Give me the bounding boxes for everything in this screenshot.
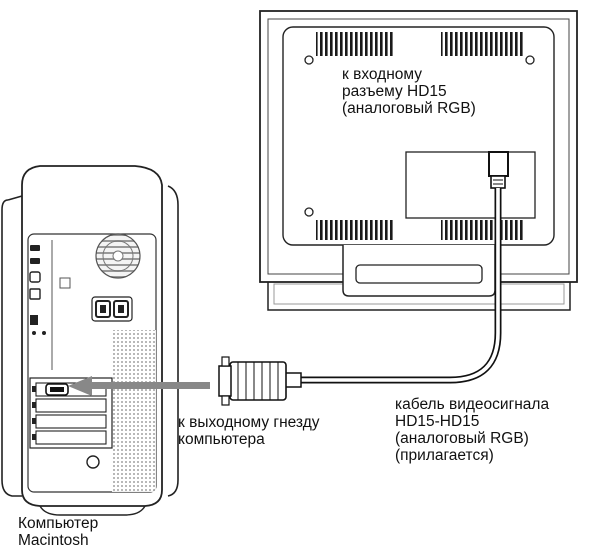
hd15-plug-monitor: [488, 151, 509, 189]
connection-arrow: [68, 376, 210, 396]
monitor-vent-bottom-right: [441, 220, 525, 240]
computer-output-label-line: компьютера: [178, 431, 265, 448]
monitor-input-label-line: разъему HD15: [342, 83, 447, 100]
computer-rear: [1, 165, 210, 516]
monitor-vent-bottom-left: [316, 220, 394, 240]
monitor-input-label: к входному разъему HD15 (аналоговый RGB): [342, 66, 476, 117]
monitor-vent-top-left: [316, 32, 394, 56]
cable-label-line: HD15-HD15: [395, 413, 480, 430]
computer-ports: [29, 245, 46, 335]
hd15-plug-computer: [218, 356, 302, 406]
monitor-connector-panel: [405, 151, 536, 219]
computer-fan: [95, 233, 141, 279]
computer-name-label-line: Macintosh: [18, 532, 89, 549]
monitor-input-label-line: к входному: [342, 66, 422, 83]
computer-name-label: Компьютер Macintosh: [18, 515, 98, 549]
monitor-input-label-line: (аналоговый RGB): [342, 100, 476, 117]
monitor-stand-handle: [355, 264, 483, 284]
computer-vent: [112, 330, 156, 492]
computer-output-label: к выходному гнезду компьютера: [178, 414, 319, 448]
computer-video-output: [45, 383, 69, 396]
cable-label-line: (аналоговый RGB): [395, 430, 529, 447]
hd15-cable: [218, 188, 502, 406]
cable-label-line: кабель видеосигнала: [395, 396, 550, 413]
computer-name-label-line: Компьютер: [18, 515, 99, 532]
cable-label: кабель видеосигнала HD15-HD15 (аналоговы…: [395, 396, 549, 464]
cable-label-line: (прилагается): [395, 447, 494, 464]
computer-output-label-line: к выходному гнезду: [178, 414, 320, 431]
computer-power-socket: [91, 296, 133, 322]
monitor-rear: [259, 10, 578, 311]
monitor-vent-top-right: [441, 32, 525, 56]
